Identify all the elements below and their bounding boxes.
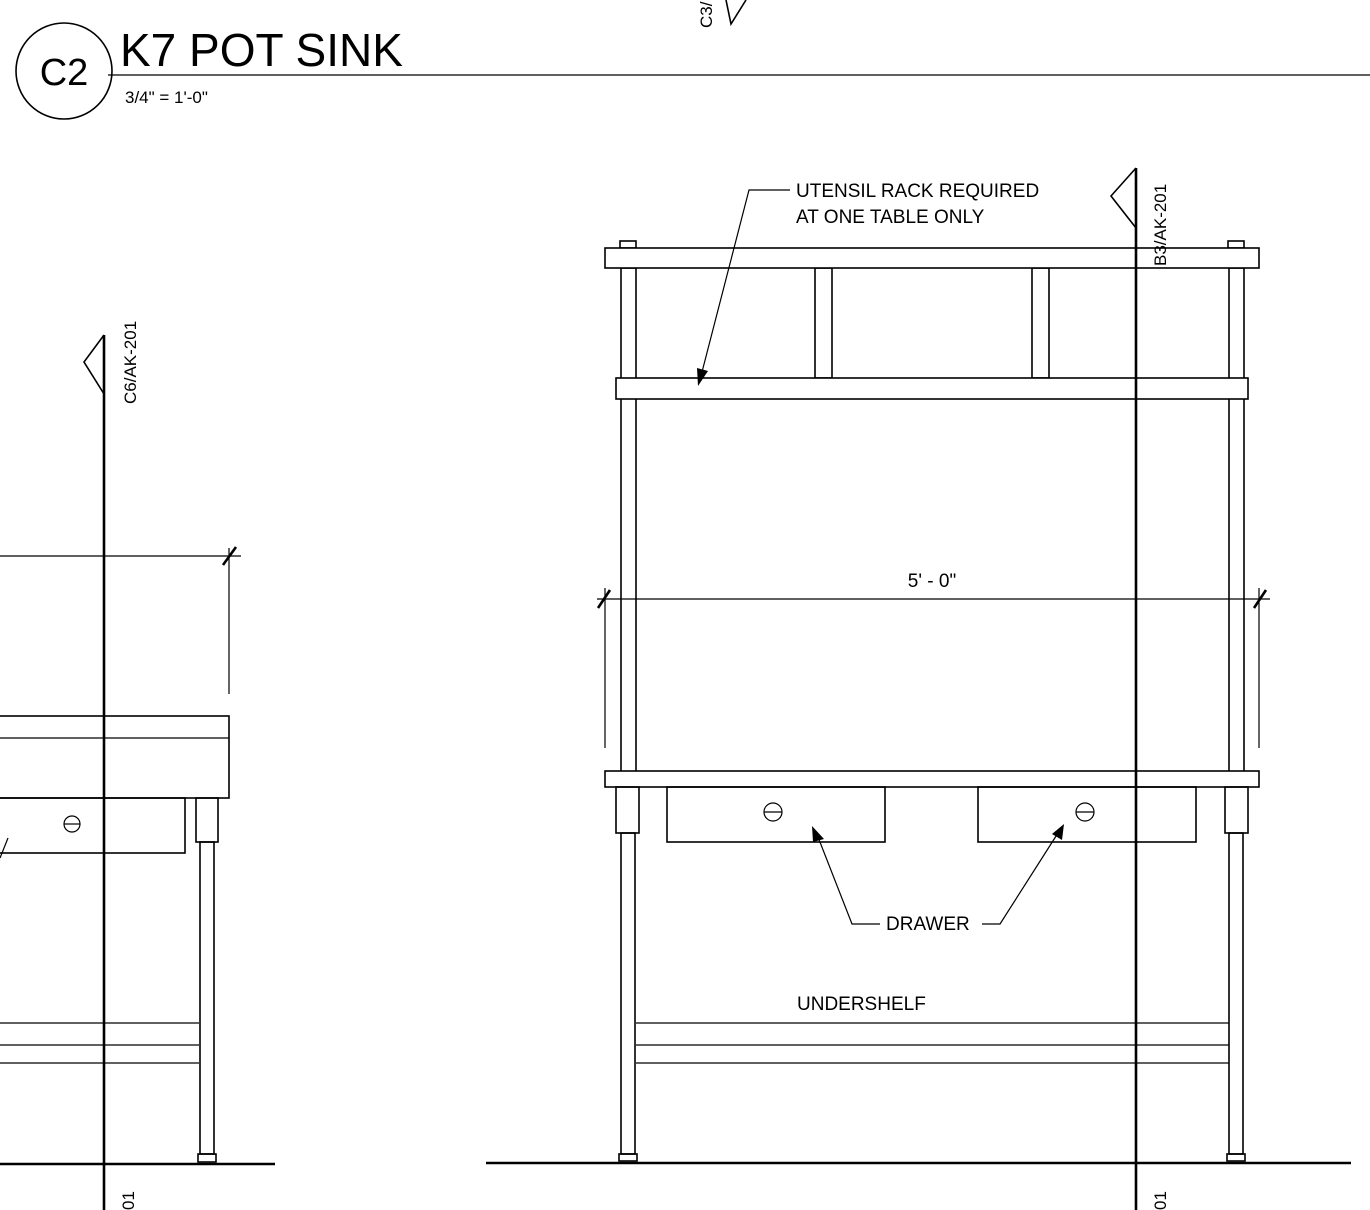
- top-section-marker: C3/: [697, 0, 747, 28]
- right-leg-lower: [1228, 832, 1244, 1155]
- utensil-note-line1: UTENSIL RACK REQUIRED: [796, 181, 1039, 202]
- left-leg-foot-right: [618, 1153, 638, 1162]
- left-leg-foot-top: [195, 797, 219, 843]
- right-leg-sleeve: [1224, 786, 1249, 834]
- top-section-arrow: [725, 0, 747, 27]
- drawing-scale: 3/4" = 1'-0": [125, 88, 208, 107]
- utensil-note-leader: [701, 189, 790, 373]
- drawer-right: [977, 786, 1197, 843]
- drawer-left: [666, 786, 886, 843]
- left-section-arrow: [83, 334, 105, 395]
- top-rack-shelf: [604, 247, 1260, 269]
- title-badge-circle: [15, 22, 113, 120]
- width-dimension-tick-right: [1252, 589, 1268, 609]
- left-counter-top: [0, 715, 230, 799]
- left-drawer: [0, 797, 186, 854]
- left-section-ref: C6/AK-201: [121, 321, 140, 404]
- right-post-cap: [1227, 240, 1245, 249]
- drawer-leader-right-arrowhead: [1052, 824, 1064, 840]
- drawer-leader-left-arrowhead: [812, 826, 824, 842]
- right-section-ref: B3/AK-201: [1151, 184, 1170, 266]
- right-bottom-ref: 01: [1151, 1191, 1170, 1210]
- drawer-leader-left: [817, 836, 880, 925]
- left-bottom-ref: 01: [119, 1191, 138, 1210]
- left-leg-foot: [197, 1153, 217, 1163]
- drawer-leader-right: [982, 832, 1059, 925]
- right-section-arrow: [1109, 167, 1137, 229]
- left-leg-sleeve: [615, 786, 640, 834]
- utensil-note-line2: AT ONE TABLE ONLY: [796, 207, 985, 228]
- title-badge-label: C2: [40, 52, 89, 94]
- right-leg-foot: [1226, 1153, 1246, 1162]
- rack-upright-right: [1031, 267, 1050, 379]
- width-dimension-tick-left: [596, 589, 612, 609]
- left-post-cap: [619, 240, 637, 249]
- utensil-rack-bar: [615, 377, 1249, 400]
- width-dimension-text: 5' - 0": [908, 571, 956, 592]
- left-leg: [199, 841, 215, 1155]
- left-drawer-leader: [0, 837, 9, 859]
- left-elevation: C6/AK-201 01: [0, 321, 275, 1210]
- left-post: [620, 267, 637, 773]
- right-post: [1228, 267, 1245, 773]
- drawer-label: DRAWER: [886, 914, 970, 935]
- right-elevation: 5' - 0" UNDERSHELF B3/AK-201 01 UTENSIL …: [486, 167, 1351, 1210]
- undershelf-label: UNDERSHELF: [797, 994, 926, 1015]
- title-block: C2 K7 POT SINK 3/4" = 1'-0": [15, 22, 1370, 120]
- top-section-ref: C3/: [697, 1, 716, 28]
- utensil-leader-arrowhead: [697, 368, 708, 386]
- rack-upright-left: [814, 267, 833, 379]
- drawing-title: K7 POT SINK: [120, 24, 403, 76]
- left-leg-lower: [620, 832, 636, 1155]
- counter-top: [604, 770, 1260, 788]
